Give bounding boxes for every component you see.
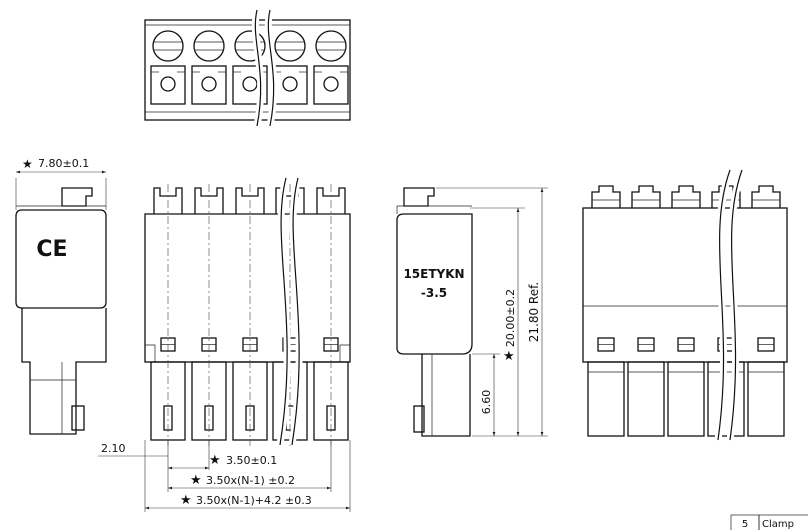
- top-view-hole: [201, 76, 217, 92]
- top-view-screw: [193, 30, 225, 62]
- rear-view-top-tab: [751, 185, 781, 208]
- top-view-wire: [254, 9, 262, 127]
- dim-height-ref-label: 21.80 Ref.: [527, 282, 541, 343]
- critical-star-icon: ★: [180, 493, 192, 508]
- table-cell-number: 5: [742, 519, 748, 530]
- part-marking-line1: 15ETYKN: [403, 267, 464, 281]
- dim-height-group: 6.60 20.00±0.2 ★ 21.80 Ref.: [436, 187, 548, 437]
- dim-width-top-label: 7.80±0.1: [38, 157, 89, 170]
- rear-view-pins: [587, 361, 785, 437]
- dim-offset-left-label: 2.10: [101, 442, 126, 455]
- dim-total-length-label: 3.50x(N-1)+4.2 ±0.3: [196, 494, 312, 507]
- top-view: [144, 9, 351, 127]
- dim-pitch: ★ 3.50±0.1: [167, 440, 277, 492]
- rear-view-top-tab: [591, 185, 621, 208]
- rear-view-top-tab: [631, 185, 661, 208]
- dim-pitch-label: 3.50±0.1: [226, 454, 277, 467]
- dim-width-top: ★ 7.80±0.1: [15, 157, 107, 210]
- top-view-hole: [242, 76, 258, 92]
- top-view-hole: [282, 76, 298, 92]
- rear-view-top-tabs: [591, 185, 781, 208]
- critical-star-icon: ★: [22, 157, 33, 171]
- rear-view-windows: [597, 337, 775, 352]
- top-view-screw: [315, 30, 347, 62]
- top-view-screw: [152, 30, 184, 62]
- rear-view-pin-housing: [667, 361, 705, 437]
- side-view-left: CE: [15, 187, 107, 435]
- front-view-pins: [150, 361, 349, 441]
- critical-star-icon: ★: [503, 349, 515, 364]
- ce-mark: CE: [36, 237, 67, 262]
- rear-view-pin-housing: [627, 361, 665, 437]
- side-view-right: 15ETYKN -3.5: [396, 187, 473, 437]
- dim-pitch-n1: ★ 3.50x(N-1) ±0.2: [168, 440, 332, 492]
- rear-view-top-tab: [671, 185, 701, 208]
- front-view-wire: [279, 177, 288, 446]
- top-view-cavity: [232, 65, 268, 105]
- dim-offset-left: 2.10: [98, 440, 168, 512]
- critical-star-icon: ★: [209, 453, 221, 468]
- rear-view: [582, 168, 788, 441]
- dim-total-length: ★ 3.50x(N-1)+4.2 ±0.3: [145, 440, 351, 512]
- top-view-clamps: [150, 30, 349, 105]
- front-view: [144, 177, 351, 446]
- top-view-cavity: [150, 65, 186, 105]
- rear-view-pin-housing: [747, 361, 785, 437]
- top-view-screw: [274, 30, 306, 62]
- spec-table: 5 Clamp: [730, 514, 808, 530]
- rear-view-pin-housing: [587, 361, 625, 437]
- front-view-windows: [160, 337, 339, 352]
- rear-view-wire: [717, 169, 731, 441]
- dim-pitch-n1-label: 3.50x(N-1) ±0.2: [206, 474, 295, 487]
- dim-pin-height-label: 6.60: [480, 390, 493, 415]
- top-view-hole: [323, 76, 339, 92]
- top-view-cavity: [313, 65, 349, 105]
- top-view-hole: [160, 76, 176, 92]
- front-view-top-tabs: [153, 187, 346, 214]
- part-marking-line2: -3.5: [421, 286, 447, 300]
- critical-star-icon: ★: [190, 473, 202, 488]
- table-cell-label: Clamp: [762, 519, 794, 530]
- dim-height-label: 20.00±0.2: [504, 289, 517, 347]
- top-view-cavity: [191, 65, 227, 105]
